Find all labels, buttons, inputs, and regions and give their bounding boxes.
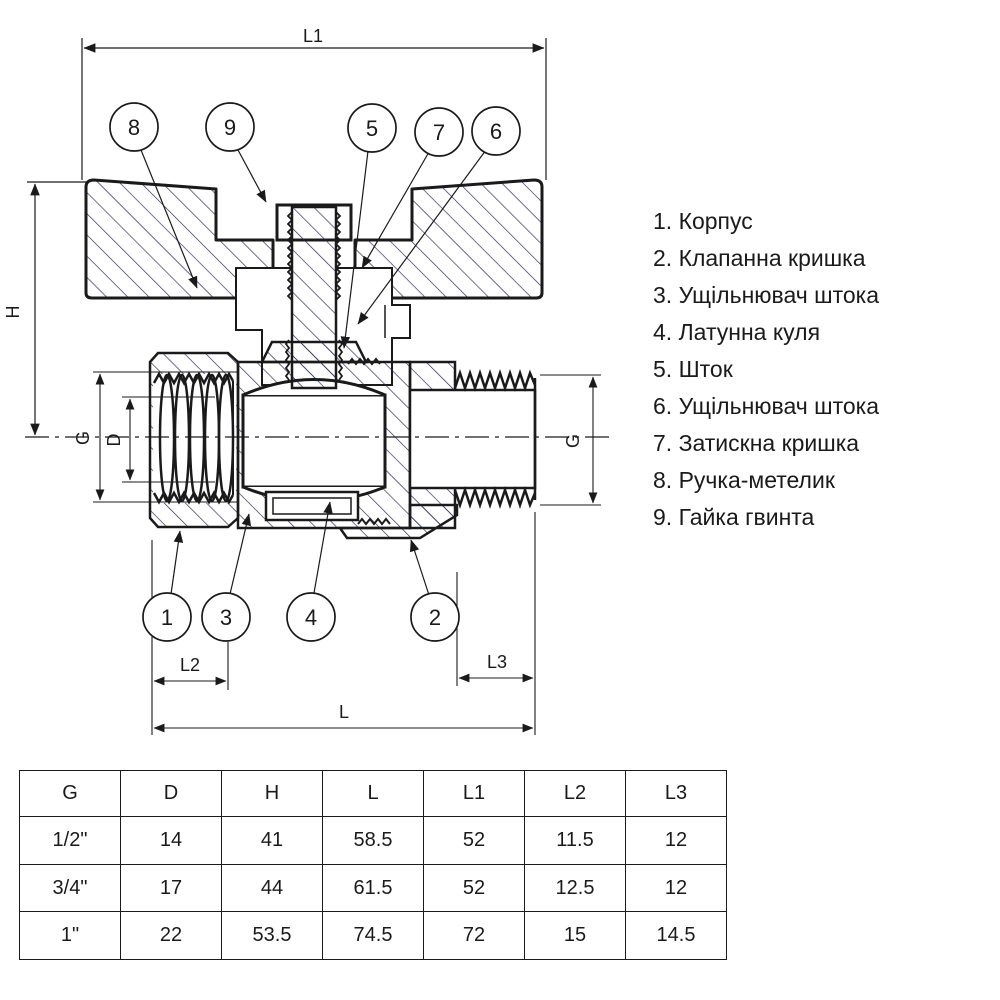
table-row: 1/2" 14 41 58.5 52 11.5 12 — [19, 816, 727, 865]
dim-l1-label: L1 — [303, 26, 323, 46]
svg-text:2: 2 — [429, 605, 441, 630]
cell: 1/2" — [19, 816, 121, 865]
cell: 14.5 — [625, 911, 727, 960]
callout-3: 3 — [201, 592, 251, 642]
dim-g-left: G — [73, 371, 238, 503]
callout-2: 2 — [410, 592, 460, 642]
callout-9: 9 — [205, 102, 255, 152]
svg-text:4: 4 — [305, 605, 317, 630]
seat-ring — [264, 490, 360, 522]
bonnet-thread-coil — [347, 357, 381, 366]
legend-item-6: 6. Ущільнювач штока — [653, 393, 880, 419]
cell: 22 — [120, 911, 222, 960]
svg-text:3: 3 — [220, 605, 232, 630]
handle-right-wing — [353, 178, 544, 300]
cell: 72 — [423, 911, 525, 960]
cell: 74.5 — [322, 911, 424, 960]
callout-leaders — [140, 149, 487, 596]
col-header-l2: L2 — [524, 769, 626, 818]
stem-thread-coils — [284, 211, 344, 381]
legend-item-5: 5. Шток — [653, 356, 733, 382]
cell: 44 — [221, 863, 323, 913]
callout-8: 8 — [109, 102, 159, 152]
cell: 61.5 — [322, 863, 424, 913]
female-thread-zone — [153, 374, 236, 503]
cell: 52 — [423, 863, 525, 913]
ball-bore — [241, 393, 387, 489]
handle-left-wing — [84, 178, 275, 300]
legend-item-2: 2. Клапанна кришка — [653, 245, 866, 271]
callout-6: 6 — [471, 106, 521, 156]
svg-text:8: 8 — [128, 115, 140, 140]
table-row: 1" 22 53.5 74.5 72 15 14.5 — [19, 911, 727, 960]
dim-g-right-label: G — [563, 434, 583, 448]
cell: 58.5 — [322, 816, 424, 865]
cell: 1" — [19, 911, 121, 960]
callout-5: 5 — [347, 103, 397, 153]
dim-g-left-label: G — [73, 431, 93, 445]
dim-h: H — [3, 181, 88, 436]
callout-7: 7 — [414, 107, 464, 157]
cell: 12 — [625, 863, 727, 913]
dim-l1: L1 — [81, 26, 547, 180]
callout-1: 1 — [142, 592, 192, 642]
svg-text:6: 6 — [490, 119, 502, 144]
gland-thread-coil — [357, 517, 391, 526]
callout-4: 4 — [286, 592, 336, 642]
svg-text:7: 7 — [433, 120, 445, 145]
right-bore — [408, 388, 537, 490]
col-header-l: L — [322, 769, 424, 818]
dim-l-label: L — [339, 702, 349, 722]
cell: 53.5 — [221, 911, 323, 960]
col-header-l3: L3 — [625, 769, 727, 818]
table-row: 3/4" 17 44 61.5 52 12.5 12 — [19, 863, 727, 913]
cell: 12 — [625, 816, 727, 865]
cell: 11.5 — [524, 816, 626, 865]
legend-item-7: 7. Затискна кришка — [653, 430, 860, 456]
dim-l3-label: L3 — [487, 652, 507, 672]
dim-h-label: H — [3, 306, 23, 319]
legend-item-4: 4. Латунна куля — [653, 319, 821, 345]
valve-body — [148, 351, 537, 540]
stem — [290, 205, 338, 390]
col-header-h: H — [221, 769, 323, 818]
dim-g-right: G — [540, 374, 601, 506]
svg-text:1: 1 — [161, 605, 173, 630]
female-thread — [152, 371, 235, 505]
legend-item-1: 1. Корпус — [653, 208, 753, 234]
svg-text:5: 5 — [366, 116, 378, 141]
handle-butterfly — [84, 178, 544, 300]
valve-technical-drawing: L1 H — [3, 26, 615, 735]
cell: 3/4" — [19, 863, 121, 913]
cell: 15 — [524, 911, 626, 960]
legend-item-3: 3. Ущільнювач штока — [653, 282, 880, 308]
legend-item-8: 8. Ручка-метелик — [653, 467, 835, 493]
cell: 12.5 — [524, 863, 626, 913]
stem-assembly — [275, 203, 353, 390]
col-header-l1: L1 — [423, 769, 525, 818]
table-header-row: G D H L L1 L2 L3 — [19, 769, 727, 818]
col-header-d: D — [120, 769, 222, 818]
cell: 52 — [423, 816, 525, 865]
cell: 14 — [120, 816, 222, 865]
dimensions-table: G D H L L1 L2 L3 1/2" 14 41 58.5 52 11.5… — [19, 769, 727, 960]
dim-l2-label: L2 — [180, 655, 200, 675]
gland-bottom — [337, 503, 459, 540]
callouts: 8 9 5 7 6 1 3 4 2 — [109, 102, 521, 642]
col-header-g: G — [19, 769, 121, 818]
legend-item-9: 9. Гайка гвинта — [653, 504, 815, 530]
cell: 17 — [120, 863, 222, 913]
cell: 41 — [221, 816, 323, 865]
male-thread — [453, 369, 537, 509]
parts-legend: 1. Корпус 2. Клапанна кришка 3. Ущільнюв… — [653, 203, 879, 536]
svg-text:9: 9 — [224, 115, 236, 140]
dim-d-label: D — [104, 434, 124, 447]
dim-bottom: L2 L3 L — [151, 512, 536, 735]
